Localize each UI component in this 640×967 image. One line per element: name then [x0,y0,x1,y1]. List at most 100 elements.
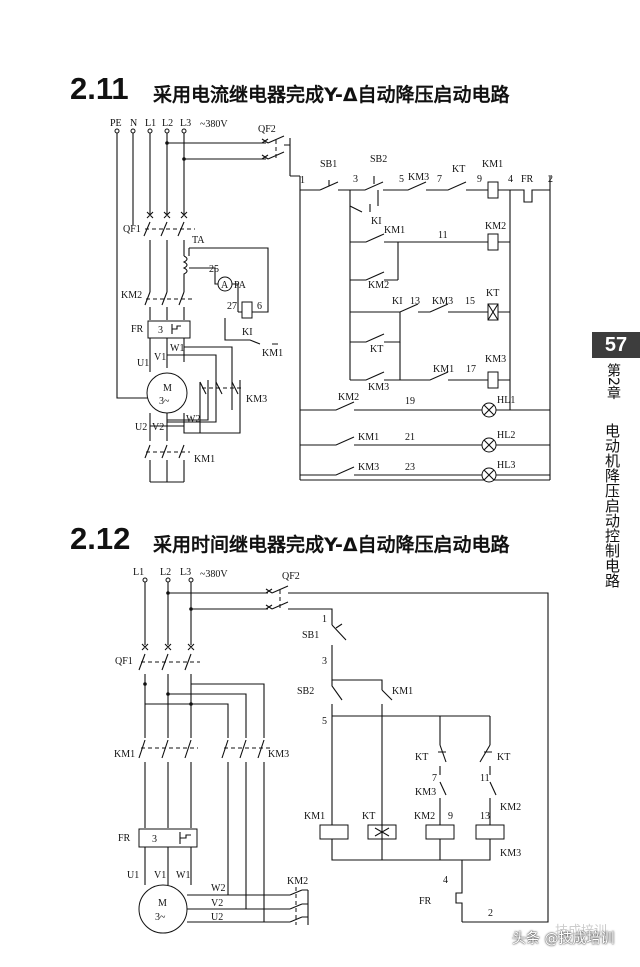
label2-fr: FR [118,833,131,844]
lamp-1-label: HL1 [497,395,515,406]
label2-sb1: SB1 [302,630,319,641]
label-km1-coil: KM1 [482,159,503,170]
label-l3: L3 [180,118,191,129]
label-qf2: QF2 [258,124,276,135]
section-title-2-11: 采用电流继电器完成Y-Δ自动降压启动电路 [153,84,510,106]
label-27: 27 [227,301,237,312]
node-11: 11 [438,230,448,241]
label-km3-coil: KM3 [485,354,506,365]
section-title-2-12: 采用时间继电器完成Y-Δ自动降压启动电路 [153,534,510,556]
label-km3-nc: KM3 [408,172,429,183]
node2-13: 13 [480,811,490,822]
label-fr-ctl: FR [521,174,534,185]
lamp-2-contact: KM1 [358,432,379,443]
label2-sb2: SB2 [297,686,314,697]
label-km1-main: KM1 [194,454,215,465]
label2-kt-no: KT [497,752,510,763]
label2-kt-nc: KT [415,752,428,763]
diagram-2-12: L1 L2 L3 ~380V QF2 QF1 KM1 KM3 [114,567,549,934]
label-fr: FR [131,324,144,335]
km3-coil [487,371,499,389]
node2-3: 3 [322,656,327,667]
label2-km3-main: KM3 [268,749,289,760]
label-kt-coil: KT [486,288,499,299]
label-a: A [221,280,229,291]
section-number-2-11: 2.11 [70,71,129,106]
node2-4: 4 [443,875,448,886]
label2-km2-coilref: KM2 [414,811,435,822]
lamp-3-contact: KM3 [358,462,379,473]
label2-km1-aux: KM1 [392,686,413,697]
node-15: 15 [465,296,475,307]
label2-w1: W1 [176,870,190,881]
node2-11: 11 [480,773,490,784]
km2-coil-2 [425,824,455,840]
lamp-3-label: HL3 [497,460,515,471]
node-9: 9 [477,174,482,185]
label-pa: PA [234,280,247,291]
motor-m: M [163,383,172,394]
label-fr-box: 3 [158,325,163,336]
label-km3-main: KM3 [246,394,267,405]
motor-3: 3~ [159,396,170,407]
km1-coil-2 [319,824,349,840]
chapter-title: 电动机降压启动控制电路 [603,423,621,588]
label-kt-delay: KT [452,164,465,175]
label2-km1-main: KM1 [114,749,135,760]
label-voltage: ~380V [200,119,228,130]
fr2-thermal-relay [138,828,198,848]
label-sb2: SB2 [370,154,387,165]
node2-2: 2 [488,908,493,919]
node2-7: 7 [432,773,437,784]
label-km1-no: KM1 [384,225,405,236]
node-2: 2 [548,174,553,185]
label-km3-nc2: KM3 [432,296,453,307]
page-number-tab: 57 [592,332,640,358]
label2-fr-ctl: FR [419,896,432,907]
km1-coil [487,181,499,199]
label2-l1: L1 [133,567,144,578]
label-km1-nc: KM1 [433,364,454,375]
label2-w2: W2 [211,883,225,894]
node-3: 3 [353,174,358,185]
label-km1-aux: KM1 [262,348,283,359]
km2-coil [487,233,499,251]
motor2-3: 3~ [155,912,166,923]
label-sb1: SB1 [320,159,337,170]
lamp-1-node: 19 [405,396,415,407]
node-13: 13 [410,296,420,307]
label2-kt-coil: KT [362,811,375,822]
label2-qf1: QF1 [115,656,133,667]
label-pe: PE [110,118,122,129]
label2-l2: L2 [160,567,171,578]
label-ki-nc: KI [371,216,382,227]
label-l2: L2 [162,118,173,129]
label2-km2-nc: KM2 [500,802,521,813]
label-ki-coil: KI [242,327,253,338]
label2-qf2: QF2 [282,571,300,582]
label-u2: U2 [135,422,147,433]
label-km2-coil: KM2 [485,221,506,232]
label-w1: W1 [170,343,184,354]
node2-1: 1 [322,614,327,625]
lamp-2-node: 21 [405,432,415,443]
node-1: 1 [300,175,305,186]
label-ta: TA [192,235,205,246]
lamp-1-contact: KM2 [338,392,359,403]
lamp-2-label: HL2 [497,430,515,441]
motor2-m: M [158,898,167,909]
label-u1: U1 [137,358,149,369]
label2-km2-main: KM2 [287,876,308,887]
label-kt-no: KT [370,344,383,355]
label2-fr-box: 3 [152,834,157,845]
watermark: 头条 @技成培训 [512,931,615,947]
label2-km3-nc: KM3 [415,787,436,798]
label-v1: V1 [154,352,166,363]
diagram-2-11: PE N L1 L2 L3 ~380V QF2 QF1 TA [110,118,553,483]
node2-5: 5 [322,716,327,727]
chapter-label: 第2章 [605,363,621,400]
section-number-2-12: 2.12 [70,521,131,556]
label2-v1: V1 [154,870,166,881]
label-ki-no: KI [392,296,403,307]
ki-coil [241,301,253,319]
